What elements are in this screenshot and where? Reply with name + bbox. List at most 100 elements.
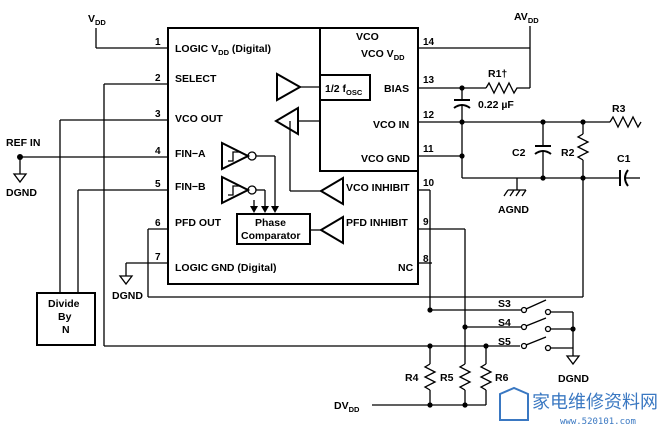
r1-resistor [485, 81, 530, 95]
pin11-num: 11 [423, 144, 434, 155]
r3-resistor [609, 115, 642, 129]
pin12-label: VCO IN [373, 119, 409, 131]
s5-label: S5 [498, 336, 511, 348]
agnd-label: AGND [498, 204, 529, 216]
pin4-label: FIN−A [175, 148, 206, 160]
divide-label-3: N [62, 324, 70, 336]
fin-a-arrow-icon [271, 206, 279, 213]
pin9-label: PFD INHIBIT [346, 217, 408, 229]
r6-label: R6 [495, 372, 509, 384]
pin10-num: 10 [423, 178, 435, 189]
half-fosc-label: 1/2 fOSC [325, 83, 363, 97]
c1-label: C1 [617, 153, 631, 165]
s3-contact-a [520, 306, 528, 314]
fin-b-arrow-icon [261, 206, 269, 213]
s5-contact-a [520, 342, 528, 350]
c1-plate-right [624, 169, 629, 187]
dgnd-right-symbol [565, 355, 581, 366]
pin10-label: VCO INHIBIT [346, 182, 410, 194]
r2-label: R2 [561, 147, 575, 159]
pin6-label: PFD OUT [175, 217, 222, 229]
s4-contact-a [520, 323, 528, 331]
divide-by-n-box [36, 292, 96, 346]
s3-blade [525, 299, 547, 310]
dvdd-label: DVDD [334, 400, 360, 414]
s3-label: S3 [498, 298, 511, 310]
dgnd-mid-label: DGND [112, 290, 143, 302]
pin5-label: FIN−B [175, 181, 206, 193]
r4-resistor [423, 363, 437, 391]
pin9-num: 9 [423, 217, 429, 228]
s5-contact-b [544, 344, 552, 352]
pin13-label: BIAS [384, 83, 409, 95]
pin4-num: 4 [155, 146, 161, 157]
pin7-num: 7 [155, 252, 161, 263]
pfd-arrow-icon [250, 206, 258, 213]
vco-inhibit-buffer [319, 176, 344, 206]
dvdd-node-1 [427, 402, 433, 408]
pin2-label: SELECT [175, 73, 217, 85]
dgnd-left-label: DGND [6, 187, 37, 199]
watermark-logo-icon [499, 386, 529, 421]
divide-label-2: By [58, 311, 72, 323]
r6-resistor [479, 363, 493, 391]
divide-label-1: Divide [48, 298, 80, 310]
watermark: 家电维修资料网 www.520101.com [499, 386, 658, 427]
watermark-text: 家电维修资料网 [532, 392, 658, 413]
fin-b-schmitt-icon [228, 185, 241, 196]
r5-resistor [458, 363, 472, 391]
dgnd-left-symbol [12, 173, 28, 184]
cap-plate-bottom [453, 104, 471, 109]
phase-comparator-label-2: Comparator [241, 230, 301, 242]
pin7-label: LOGIC GND (Digital) [175, 262, 277, 274]
vco-out-buffer [274, 106, 299, 136]
pin5-num: 5 [155, 179, 161, 190]
pin12-num: 12 [423, 110, 435, 121]
pin1-num: 1 [155, 37, 161, 48]
select-buffer [276, 72, 303, 102]
c2-node [540, 119, 546, 125]
pfd-inhibit-buffer [319, 215, 344, 245]
pin13-num: 13 [423, 75, 435, 86]
vco-in-node [459, 119, 465, 125]
dgnd-right-label: DGND [558, 373, 589, 385]
pin2-num: 2 [155, 73, 161, 84]
dvdd-node-2 [462, 402, 468, 408]
vdd-label: VDD [88, 13, 106, 27]
pin14-num: 14 [423, 37, 435, 48]
pin6-num: 6 [155, 218, 161, 229]
r2-resistor [576, 133, 590, 161]
dgnd-mid-symbol [118, 275, 134, 286]
r4-top-node [427, 307, 433, 313]
r1-label: R1† [488, 68, 507, 80]
cap-value-label: 0.22 µF [478, 99, 514, 111]
c2-plate-bottom [534, 150, 552, 155]
s4-label: S4 [498, 317, 511, 329]
s3-contact-b [544, 308, 552, 316]
pin8-label: NC [398, 262, 414, 274]
pin8-num: 8 [423, 254, 429, 265]
watermark-url: www.520101.com [560, 417, 636, 427]
s5-blade [525, 336, 547, 346]
s4-blade [525, 317, 547, 327]
ref-in-label: REF IN [6, 137, 40, 149]
s4-contact-b [544, 325, 552, 333]
agnd-symbol [503, 189, 527, 197]
r4-label: R4 [405, 372, 419, 384]
pin14-label: VCO VDD [361, 48, 405, 62]
phase-comparator-label-1: Phase [255, 217, 286, 229]
fin-a-inverter [221, 141, 251, 171]
phase-comparator-box [236, 213, 311, 245]
switch-common-node [570, 326, 576, 332]
fin-b-inverter [221, 175, 251, 205]
fin-a-schmitt-icon [228, 151, 241, 162]
avdd-label: AVDD [514, 11, 539, 25]
pin3-num: 3 [155, 109, 161, 120]
r5-label: R5 [440, 372, 454, 384]
pin1-label: LOGIC VDD (Digital) [175, 43, 271, 57]
r3-label: R3 [612, 103, 626, 115]
pin3-label: VCO OUT [175, 113, 223, 125]
vco-block-label: VCO [356, 31, 379, 43]
r2-node [580, 119, 586, 125]
